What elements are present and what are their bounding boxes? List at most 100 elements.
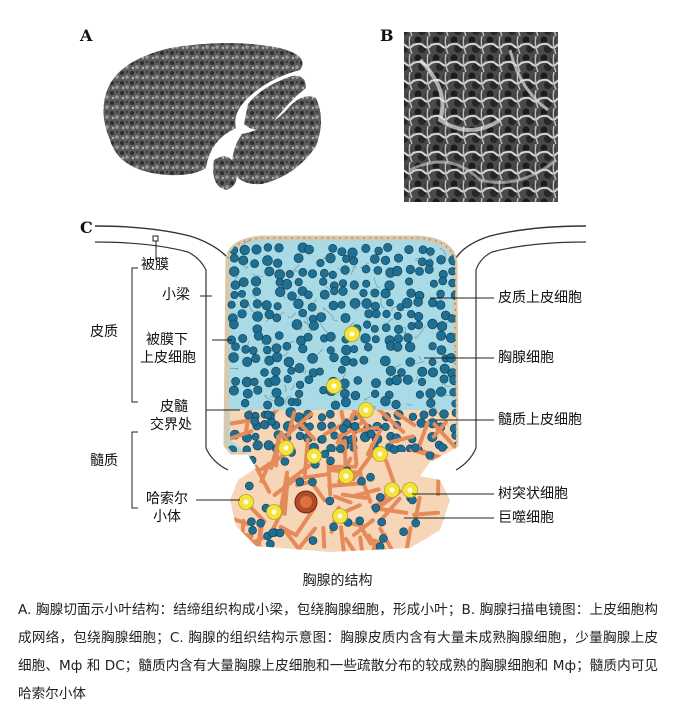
thymocyte-cell <box>280 457 290 466</box>
thymocyte-cell <box>402 374 413 385</box>
thymocyte-cell <box>373 266 383 275</box>
epithelial-strand <box>318 255 328 264</box>
thymocyte-cell <box>428 408 437 417</box>
epithelial-strand <box>439 379 451 388</box>
thymocyte-cell <box>271 366 281 377</box>
capsule-membrane <box>94 225 587 471</box>
thymocyte-cell <box>389 445 399 454</box>
thymocyte-cell <box>428 358 437 366</box>
epithelial-strand <box>373 277 381 289</box>
thymocyte-cell <box>371 503 381 513</box>
label-hassall-line2: 小体 <box>153 509 181 525</box>
epithelial-strand <box>284 275 293 285</box>
thymocyte-cell <box>256 518 265 528</box>
thymocyte-cell <box>380 288 391 299</box>
thymocyte-cell <box>391 375 402 386</box>
thymocyte-cell <box>415 266 424 276</box>
thymocyte-cell <box>380 255 391 266</box>
thymocyte-cell <box>337 247 347 256</box>
thymocyte-cell <box>251 353 261 363</box>
thymocyte-cell <box>304 244 314 255</box>
thymocyte-cell <box>294 363 305 374</box>
epithelial-strand <box>351 304 357 311</box>
thymocyte-cell <box>329 352 339 363</box>
thymocyte-cell <box>357 476 366 486</box>
cell-nucleus <box>243 499 249 505</box>
thymocyte-cell <box>436 255 446 265</box>
thymocyte-cell <box>405 264 416 275</box>
thymocyte-cell <box>230 280 241 290</box>
thymocyte-cell <box>408 412 418 421</box>
thymocyte-cell <box>238 277 249 287</box>
panel-label-b: B <box>380 26 394 45</box>
thymocyte-cell <box>448 278 456 288</box>
thymocyte-cell <box>316 258 325 267</box>
epithelial-strand <box>418 356 422 361</box>
thymocyte-cell <box>359 289 368 298</box>
thymocyte-cell <box>349 298 361 309</box>
medullary-epithelial-process <box>351 450 376 482</box>
medullary-epithelial-process <box>279 470 290 509</box>
medullary-epithelial-process <box>287 411 314 435</box>
thymocyte-cell <box>361 265 371 274</box>
thymocyte-cell <box>436 289 445 299</box>
thymocyte-cell <box>375 542 385 551</box>
thymocyte-cell <box>451 408 456 417</box>
epithelial-strand <box>269 390 277 398</box>
thymocyte-cell <box>355 516 365 526</box>
epithelial-strand <box>261 342 265 350</box>
thymocyte-cell <box>252 287 262 296</box>
thymocyte-cell <box>317 421 327 431</box>
thymocyte-cell <box>370 288 380 298</box>
epithelial-strand <box>359 262 369 269</box>
thymocyte-cell <box>274 331 284 340</box>
cell-nucleus <box>311 453 317 459</box>
thymocyte-cell <box>264 266 275 277</box>
epithelial-strand <box>322 307 333 317</box>
epithelial-strand <box>402 331 410 335</box>
epithelial-strand <box>290 382 296 391</box>
label-cortical-epithelial: 皮质上皮细胞 <box>498 290 582 306</box>
thymocyte-cell <box>364 309 374 319</box>
medullary-epithelial-process <box>394 410 417 427</box>
thymocyte-cell <box>426 247 435 256</box>
epithelial-strand <box>303 376 305 378</box>
medullary-epithelial-process <box>256 523 263 552</box>
thymocyte-cell <box>340 388 350 399</box>
medullary-epithelial-process <box>326 460 333 497</box>
thymocyte-cell <box>439 409 449 419</box>
thymocyte-cell <box>265 539 275 549</box>
thymocyte-cell <box>414 311 424 322</box>
medullary-epithelial-process <box>294 506 316 537</box>
cell-nucleus <box>377 451 383 457</box>
thymocyte-cell <box>366 472 375 482</box>
thymocyte-cell <box>244 410 253 420</box>
thymocyte-cell <box>273 302 282 311</box>
thymocyte-cell <box>293 398 302 407</box>
thymocyte-cell <box>417 377 427 387</box>
thymocyte-cell <box>418 245 428 254</box>
epithelial-strand <box>303 320 313 329</box>
medullary-epithelial-process <box>230 418 251 426</box>
thymocyte-cell <box>425 451 435 460</box>
thymocyte-cell <box>350 345 359 354</box>
thymocyte-cell <box>417 257 427 267</box>
thymocyte-cell <box>404 245 414 255</box>
thymocyte-cell <box>451 431 456 440</box>
epithelial-strand <box>252 273 264 278</box>
thymocyte-cell <box>263 410 273 420</box>
thymocyte-cell <box>445 332 456 343</box>
thymocyte-cell <box>319 268 329 278</box>
thymocyte-cell <box>263 400 272 410</box>
epithelial-strand <box>243 239 251 249</box>
thymocyte-cell <box>411 518 421 528</box>
epithelial-strand <box>239 261 249 269</box>
thymocyte-cell <box>329 522 338 532</box>
medullary-epithelial-process <box>278 524 299 538</box>
medullary-epithelial-process <box>375 410 406 434</box>
thymocyte-cell <box>436 330 447 341</box>
epithelial-strand <box>287 312 297 319</box>
epithelial-strand <box>284 396 292 405</box>
thymocyte-cell <box>326 443 336 452</box>
thymocyte-cell <box>427 367 438 378</box>
